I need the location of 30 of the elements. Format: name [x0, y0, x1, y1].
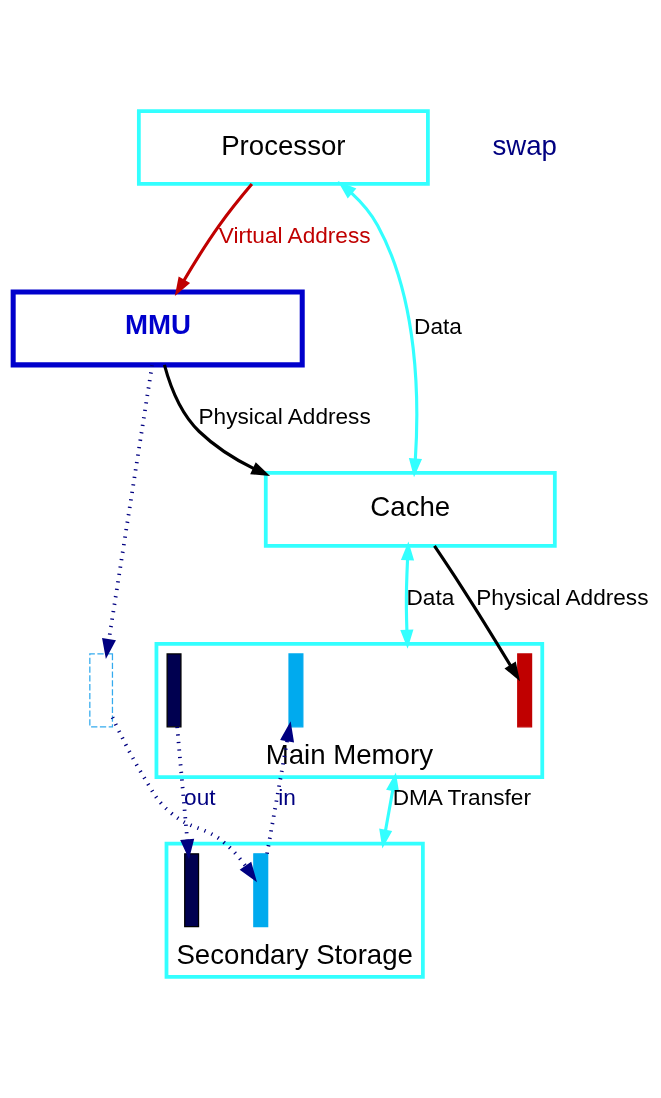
node-bar	[166, 653, 182, 728]
cluster: Main Memory	[154, 642, 545, 779]
cluster: Secondary Storage	[164, 841, 425, 979]
edge-label: Virtual Address	[218, 223, 371, 249]
node-bar	[184, 853, 200, 928]
arrow	[337, 181, 423, 478]
arrow	[162, 364, 271, 477]
arrow	[400, 541, 415, 649]
arrow	[265, 721, 295, 854]
arrow	[175, 726, 195, 860]
node-box: Processor	[136, 109, 430, 186]
label: swap	[492, 129, 557, 161]
arrow	[379, 772, 400, 849]
arrow	[102, 364, 154, 660]
node-box: MMU	[10, 289, 305, 368]
arrow	[433, 545, 520, 682]
edge-label: DMA Transfer	[392, 785, 531, 811]
edge-label: Physical Address	[198, 404, 371, 430]
node-box	[89, 653, 114, 728]
node-box: Cache	[263, 471, 557, 548]
node-bar	[288, 653, 304, 728]
node-bar	[517, 653, 533, 728]
arrow	[110, 716, 257, 883]
edge-label: out	[184, 785, 216, 811]
edge-label: Physical Address	[476, 585, 649, 611]
node-bar	[253, 853, 269, 928]
edge-label: Data	[414, 313, 462, 339]
edge-label: Data	[406, 585, 455, 611]
edge-label: in	[278, 785, 296, 811]
arrow	[174, 183, 254, 297]
